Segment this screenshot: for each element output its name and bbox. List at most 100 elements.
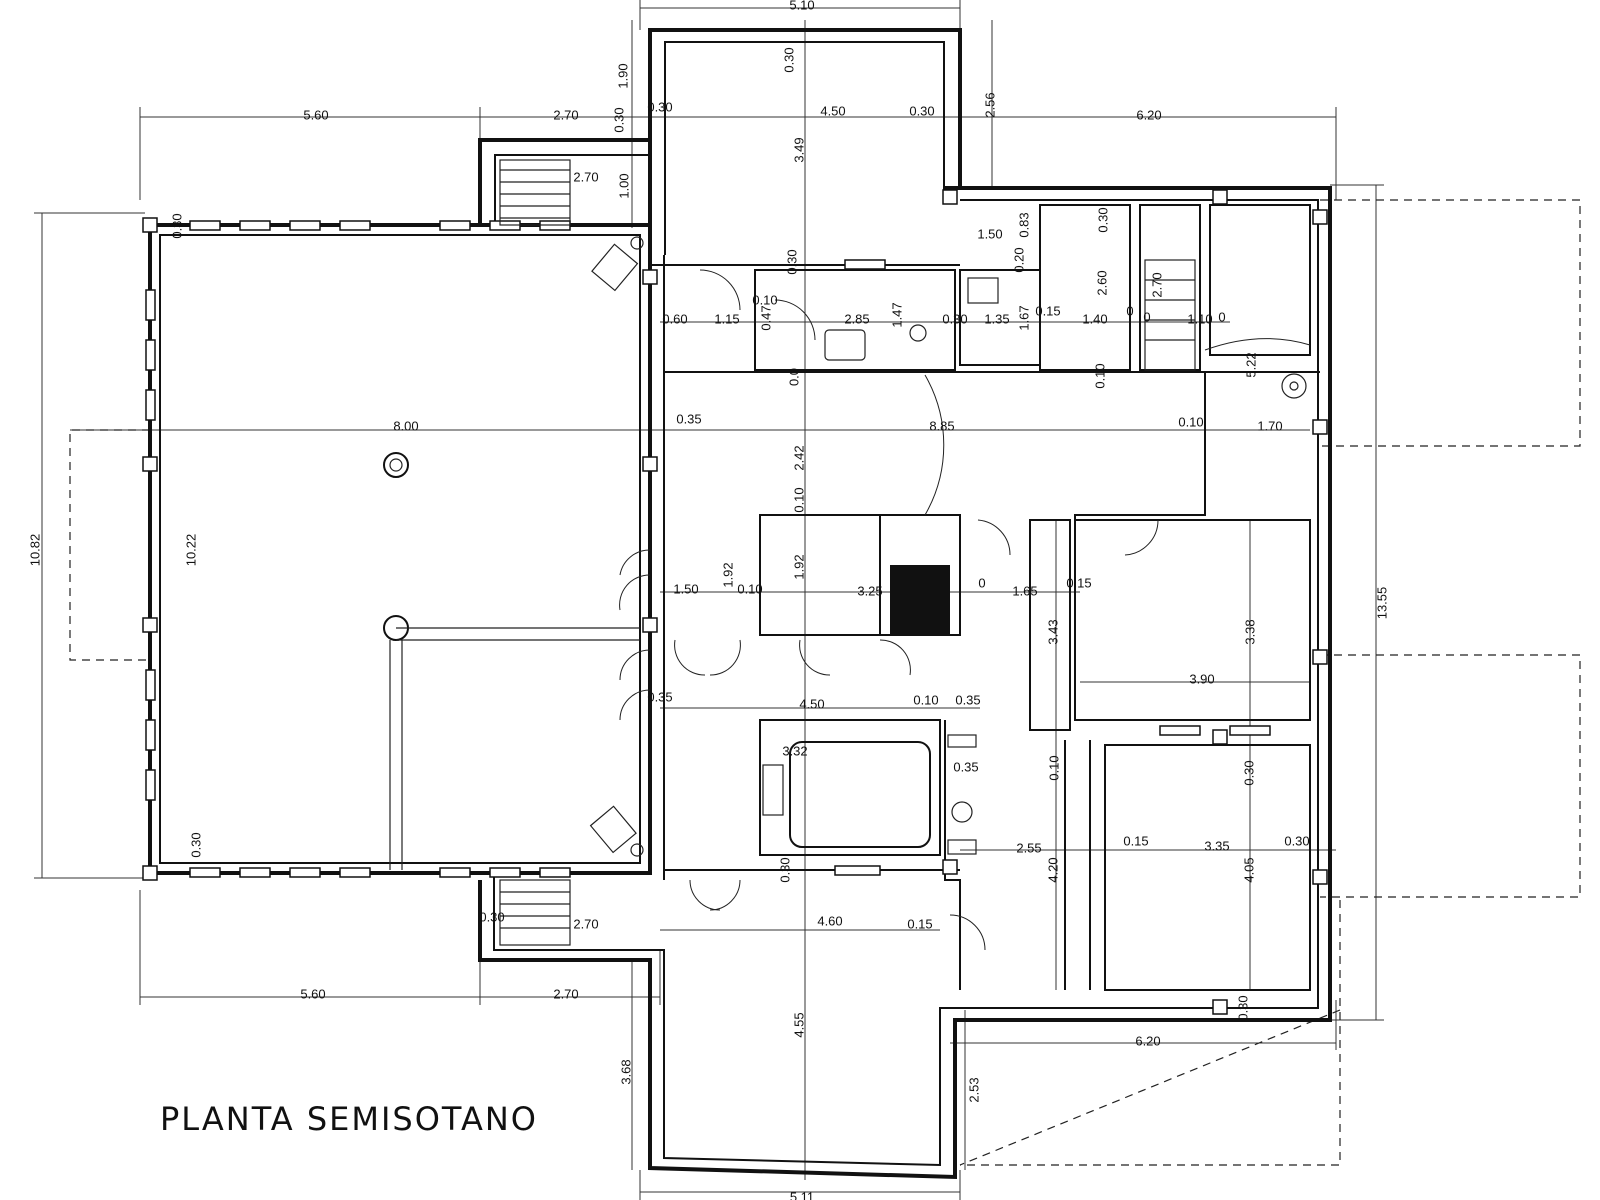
dimension-label: 0.15 — [1066, 575, 1091, 590]
dimension-label: 5.60 — [303, 107, 328, 122]
dimension-label: 4.50 — [820, 103, 845, 118]
dimension-label: 1.50 — [977, 226, 1002, 241]
dimension-label: 3.35 — [1204, 838, 1229, 853]
dimension-label: 0.10 — [752, 292, 777, 307]
dimension-label: 2.55 — [1016, 840, 1041, 855]
dimension-label: 2.70 — [573, 916, 598, 931]
dimension-label: 8.00 — [393, 418, 418, 433]
dimension-label: 0.30 — [188, 832, 203, 857]
dimension-label: 4.50 — [799, 696, 824, 711]
dimension-label: 6.20 — [1135, 1033, 1160, 1048]
dimension-label: 0.60 — [662, 311, 687, 326]
dimension-label: 0.35 — [955, 692, 980, 707]
dimension-label: 0.30 — [1241, 760, 1256, 785]
walls — [148, 28, 1332, 1180]
dimension-label: 3.25 — [857, 583, 882, 598]
dimension-label: 4.20 — [1045, 857, 1060, 882]
dimension-label: 1.50 — [673, 581, 698, 596]
dimension-labels: 5.10 1.90 0.30 2.56 5.60 2.70 0.30 0.30 4.50 0.30… — [27, 0, 1389, 1200]
dimension-label: 0 — [1218, 309, 1225, 324]
dimension-label: 0.30 — [611, 107, 626, 132]
dimension-label: 2.70 — [553, 986, 578, 1001]
dimension-label: 3.49 — [791, 137, 806, 162]
dimension-label: 0.47 — [758, 305, 773, 330]
dimension-label: 0.35 — [953, 759, 978, 774]
dimension-label: 1.65 — [1012, 583, 1037, 598]
dimension-label: 2.56 — [982, 92, 997, 117]
dimension-label: 0.10 — [913, 692, 938, 707]
dimension-label: 0.0 — [786, 368, 801, 386]
dimension-label: 0.10 — [1046, 755, 1061, 780]
dimension-label: 1.35 — [984, 311, 1009, 326]
doors — [619, 269, 1311, 951]
dimension-label: 0 — [978, 575, 985, 590]
dimension-label: 0.30 — [169, 213, 184, 238]
dimension-label: 10.22 — [183, 534, 198, 567]
dimension-label: 0.30 — [1235, 995, 1250, 1020]
dimension-label: 0.30 — [777, 857, 792, 882]
dimension-label: 3.32 — [782, 743, 807, 758]
dimension-label: 0.10 — [1092, 363, 1107, 388]
dimension-label: 0.30 — [942, 311, 967, 326]
dimension-lines — [34, 0, 1384, 1200]
dimension-label: 0.30 — [647, 99, 672, 114]
dimension-label: 1.67 — [1016, 305, 1031, 330]
dimension-label: 2.53 — [966, 1077, 981, 1102]
dimension-label: 0.15 — [907, 916, 932, 931]
dimension-label: 4.05 — [1241, 857, 1256, 882]
projected-outlines — [69, 199, 1581, 1166]
dimension-label: 5.10 — [789, 0, 814, 12]
dimension-label: 0.35 — [676, 411, 701, 426]
dimension-label: 2.85 — [844, 311, 869, 326]
dimension-label: 1.15 — [714, 311, 739, 326]
dimension-label: 5.60 — [300, 986, 325, 1001]
fixtures — [762, 277, 999, 855]
dimension-label: 0.30 — [784, 249, 799, 274]
dimension-label: 1.00 — [616, 173, 631, 198]
dimension-label: 13.55 — [1374, 587, 1389, 620]
dimension-label: 2.70 — [553, 107, 578, 122]
dimension-label: 5.11 — [790, 1189, 814, 1200]
dimension-label: 0.15 — [1035, 303, 1060, 318]
dimension-label: 3.90 — [1189, 671, 1214, 686]
dimension-label: 0.10 — [1178, 414, 1203, 429]
dimension-label: 0.30 — [909, 103, 934, 118]
dimension-label: 0.83 — [1016, 212, 1031, 237]
dimension-label: 0.30 — [1095, 207, 1110, 232]
dimension-label: 0.30 — [1284, 833, 1309, 848]
dimension-label: 0.30 — [479, 909, 504, 924]
dimension-label: 10.82 — [27, 534, 42, 567]
dimension-label: 2.42 — [791, 445, 806, 470]
dimension-label: 1.92 — [720, 562, 735, 587]
dimension-label: 0 — [1143, 309, 1150, 324]
dimension-label: 4.55 — [791, 1012, 806, 1037]
dimension-label: 2.60 — [1094, 270, 1109, 295]
plan-title: PLANTA SEMISOTANO — [160, 1100, 538, 1138]
dimension-label: 8.85 — [929, 418, 954, 433]
stairs — [499, 159, 1196, 946]
dimension-label: 6.20 — [1136, 107, 1161, 122]
dimension-label: 0.20 — [1011, 247, 1026, 272]
dimension-label: 3.38 — [1242, 619, 1257, 644]
dimension-label: 3.68 — [618, 1059, 633, 1084]
dimension-label: 0.15 — [1123, 833, 1148, 848]
dimension-label: 1.10 — [1187, 311, 1212, 326]
dimension-label: 2.70 — [1149, 272, 1164, 297]
dimension-label: 1.40 — [1082, 311, 1107, 326]
dimension-label: 0.10 — [737, 581, 762, 596]
dimension-label: 2.70 — [573, 169, 598, 184]
dimension-label: 3.43 — [1045, 619, 1060, 644]
dimension-label: 0.35 — [647, 689, 672, 704]
dimension-label: 0 — [1126, 303, 1133, 318]
dimension-label: 5.22 — [1243, 352, 1258, 377]
dimension-label: 0.10 — [791, 487, 806, 512]
dimension-label: 1.70 — [1257, 418, 1282, 433]
dimension-label: 1.92 — [791, 554, 806, 579]
interior-columns — [383, 236, 1307, 870]
columns-windows — [142, 189, 1328, 1015]
dimension-label: 0.30 — [781, 47, 796, 72]
dimension-label: 4.60 — [817, 913, 842, 928]
dimension-label: 1.90 — [615, 63, 630, 88]
dimension-label: 1.47 — [889, 302, 904, 327]
